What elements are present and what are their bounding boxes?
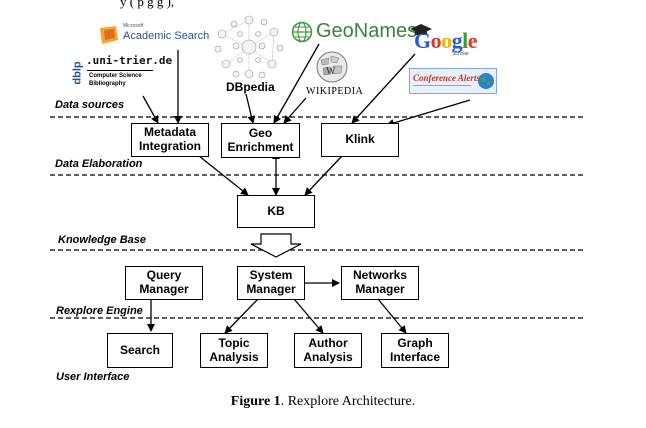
wikipedia-logo: W WIKIPEDIA xyxy=(302,50,366,100)
geonames-logo: GeoNames xyxy=(291,20,417,46)
metadata-integration-box: Metadata Integration xyxy=(131,123,209,157)
google-scholar-sub: Scholar xyxy=(452,51,469,57)
layer-label-data-sources: Data sources xyxy=(55,99,125,111)
klink-label: Klink xyxy=(345,132,375,147)
geo-enrichment-box: Geo Enrichment xyxy=(221,123,300,158)
arrow-networks-graph xyxy=(377,298,407,334)
system-manager-label: System Manager xyxy=(246,268,296,296)
kb-box: KB xyxy=(237,195,315,228)
arrow-dblp-metadata xyxy=(142,95,159,124)
search-label: Search xyxy=(119,342,161,357)
dblp-line1: Computer Science xyxy=(89,73,142,79)
geo-enrichment-label: Geo Enrichment xyxy=(227,125,294,154)
globe-icon xyxy=(291,21,313,43)
geonames-label: GeoNames xyxy=(316,20,418,42)
query-manager-label: Query Manager xyxy=(139,268,189,296)
layer-label-data-elaboration: Data Elaboration xyxy=(55,158,143,170)
query-manager-box: Query Manager xyxy=(125,266,203,300)
figure-caption-label: Figure 1 xyxy=(230,394,281,409)
layer-label-rexplore-engine: Rexplore Engine xyxy=(56,305,143,317)
google-scholar-logo: Google Scholar xyxy=(408,22,498,58)
arrow-conference-klink xyxy=(386,99,471,127)
arrow-google-klink xyxy=(351,53,416,124)
figure-caption: Figure 1. Rexplore Architecture. xyxy=(0,394,646,410)
dblp-line2: Bibliography xyxy=(89,81,126,87)
metadata-integration-label: Metadata Integration xyxy=(139,125,201,153)
wikipedia-label: WIKIPEDIA xyxy=(306,86,364,97)
arrow-klink-kb xyxy=(304,155,343,196)
arrow-system-topic xyxy=(224,298,259,334)
figure-caption-text: . Rexplore Architecture. xyxy=(280,394,416,409)
linked-data-cloud-icon xyxy=(214,15,284,79)
arrow-wikipedia-geo xyxy=(283,97,307,124)
truncated-header-text: y ( p g g ), xyxy=(120,0,175,9)
topic-analysis-label: Topic Analysis xyxy=(209,335,259,364)
academic-search-small: Microsoft xyxy=(123,23,144,29)
networks-manager-box: Networks Manager xyxy=(341,266,419,300)
dbpedia-logo: DBpedia xyxy=(214,14,284,96)
block-arrow-kb-to-engine xyxy=(250,233,302,258)
wikipedia-globe-icon: W xyxy=(316,51,348,83)
dblp-side-label: dblp xyxy=(71,61,84,85)
dblp-logo: dblp .uni-trier.de Computer Science Bibl… xyxy=(72,54,172,97)
author-analysis-label: Author Analysis xyxy=(303,335,353,364)
author-analysis-box: Author Analysis xyxy=(294,333,362,368)
topic-analysis-box: Topic Analysis xyxy=(200,333,268,368)
arrow-dbpedia-geo xyxy=(245,93,256,124)
academic-search-icon xyxy=(100,26,118,44)
kb-label: KB xyxy=(267,203,285,218)
klink-box: Klink xyxy=(321,123,399,157)
layer-label-knowledge-base: Knowledge Base xyxy=(58,234,147,246)
graduation-cap-icon xyxy=(410,24,432,35)
search-box: Search xyxy=(107,333,173,368)
conference-alerts-label: Conference Alerts xyxy=(413,73,480,83)
graph-interface-box: Graph Interface xyxy=(381,333,449,368)
earth-icon xyxy=(478,73,494,89)
system-manager-box: System Manager xyxy=(237,266,305,300)
academic-search-name: Academic Search xyxy=(123,30,210,42)
academic-search-logo: Microsoft Academic Search xyxy=(96,22,209,52)
dblp-domain: .uni-trier.de xyxy=(86,54,173,67)
graph-interface-label: Graph Interface xyxy=(389,335,441,364)
conference-alerts-logo: Conference Alerts xyxy=(409,68,497,94)
google-label: Google xyxy=(414,28,478,53)
dbpedia-label: DBpedia xyxy=(226,80,275,94)
svg-text:W: W xyxy=(326,66,336,77)
layer-label-user-interface: User Interface xyxy=(56,371,130,383)
networks-manager-label: Networks Manager xyxy=(352,268,408,296)
arrow-geonames-geo xyxy=(273,43,320,124)
arrow-metadata-kb xyxy=(198,155,249,196)
arrow-system-author xyxy=(293,298,324,334)
